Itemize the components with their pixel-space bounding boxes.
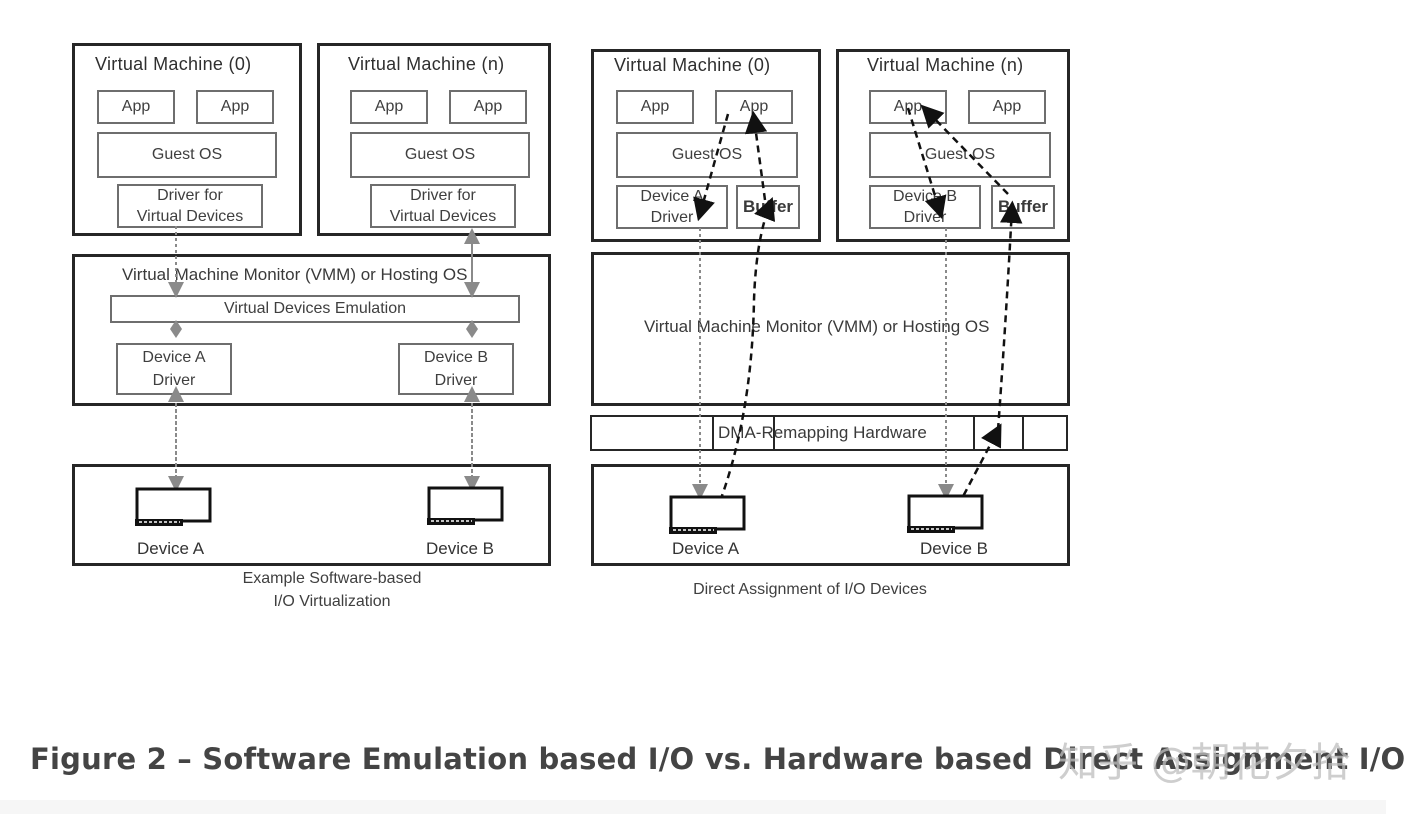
left-vmn-box: Virtual Machine (n) App App Guest OS Dri… bbox=[317, 43, 551, 236]
dma-cell-divider bbox=[1022, 417, 1024, 449]
left-vm0-box: Virtual Machine (0) App App Guest OS Dri… bbox=[72, 43, 302, 236]
left-vm0-driver: Driver for Virtual Devices bbox=[117, 184, 263, 228]
left-vmn-guest-os: Guest OS bbox=[350, 132, 530, 178]
left-vmm-box: Virtual Machine Monitor (VMM) or Hosting… bbox=[72, 254, 551, 406]
right-device-b-label: Device B bbox=[920, 539, 989, 558]
right-vm0-buffer: Buffer bbox=[736, 185, 800, 229]
left-devices-box: Device A Device B bbox=[72, 464, 551, 566]
right-device-a-label: Device A bbox=[672, 539, 740, 558]
left-vm0-app2: App bbox=[196, 90, 274, 124]
right-caption: Direct Assignment of I/O Devices bbox=[693, 581, 927, 598]
left-device-a-driver: Device A Driver bbox=[116, 343, 232, 395]
left-vm0-title: Virtual Machine (0) bbox=[95, 54, 252, 74]
right-vmn-title: Virtual Machine (n) bbox=[867, 55, 1024, 75]
left-device-a-label: Device A bbox=[137, 539, 205, 558]
left-vmn-title: Virtual Machine (n) bbox=[348, 54, 505, 74]
right-vmn-box: Virtual Machine (n) App App Guest OS Dev… bbox=[836, 49, 1070, 242]
right-vm0-guest-os: Guest OS bbox=[616, 132, 798, 178]
right-vmn-app1: App bbox=[869, 90, 947, 124]
left-device-b-driver: Device B Driver bbox=[398, 343, 514, 395]
right-vmn-guest-os: Guest OS bbox=[869, 132, 1051, 178]
bottom-band bbox=[0, 800, 1386, 814]
left-vmn-app1: App bbox=[350, 90, 428, 124]
left-vmn-app2: App bbox=[449, 90, 527, 124]
dma-cell-divider bbox=[973, 417, 975, 449]
figure-caption: Figure 2 – Software Emulation based I/O … bbox=[30, 742, 1405, 776]
right-vmm-title: Virtual Machine Monitor (VMM) or Hosting… bbox=[644, 317, 990, 336]
right-vm0-title: Virtual Machine (0) bbox=[614, 55, 771, 75]
left-device-b-label: Device B bbox=[426, 539, 495, 558]
right-vm0-app2: App bbox=[715, 90, 793, 124]
left-vm0-app1: App bbox=[97, 90, 175, 124]
left-caption: Example Software-based I/O Virtualizatio… bbox=[242, 570, 422, 610]
left-vmn-driver: Driver for Virtual Devices bbox=[370, 184, 516, 228]
left-vmm-title: Virtual Machine Monitor (VMM) or Hosting… bbox=[122, 265, 468, 284]
right-dma-bar: DMA-Remapping Hardware bbox=[590, 415, 1068, 451]
right-vmn-buffer: Buffer bbox=[991, 185, 1055, 229]
dma-cell-divider bbox=[773, 417, 775, 449]
watermark: 知乎 @朝花夕拾 bbox=[1058, 740, 1351, 786]
dma-cell-divider bbox=[712, 417, 714, 449]
right-vm0-box: Virtual Machine (0) App App Guest OS Dev… bbox=[591, 49, 821, 242]
right-devices-box: Device A Device B bbox=[591, 464, 1070, 566]
left-virtual-devices-emulation: Virtual Devices Emulation bbox=[110, 295, 520, 323]
right-dma-label: DMA-Remapping Hardware bbox=[718, 423, 927, 442]
right-vm0-app1: App bbox=[616, 90, 694, 124]
right-vmn-app2: App bbox=[968, 90, 1046, 124]
right-vm0-driver: Device A Driver bbox=[616, 185, 728, 229]
left-vm0-guest-os: Guest OS bbox=[97, 132, 277, 178]
right-vmm-box: Virtual Machine Monitor (VMM) or Hosting… bbox=[591, 252, 1070, 406]
right-vmn-driver: Device B Driver bbox=[869, 185, 981, 229]
